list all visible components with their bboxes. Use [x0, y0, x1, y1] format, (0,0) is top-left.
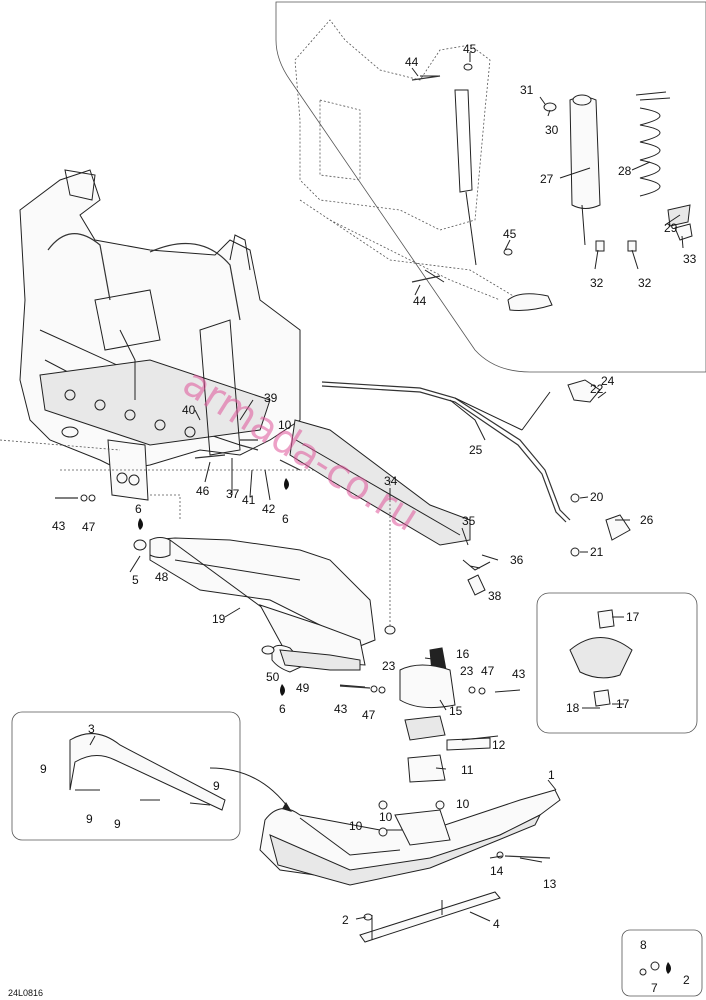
callout-46: 46	[196, 484, 210, 498]
callout-33: 33	[683, 252, 697, 266]
callout-9-c: 9	[114, 817, 121, 831]
callout-22: 22	[590, 382, 604, 396]
callout-3: 3	[88, 722, 95, 736]
spindle-and-ski-legs	[339, 559, 521, 783]
callout-49: 49	[296, 681, 310, 695]
callout-45-bottom: 45	[503, 227, 517, 241]
callout-7: 7	[651, 981, 658, 995]
callout-43-upper: 43	[52, 519, 66, 533]
callout-6-right: 6	[282, 512, 289, 526]
callout-30: 30	[545, 123, 559, 137]
callout-38: 38	[488, 589, 502, 603]
callout-32-left: 32	[590, 276, 604, 290]
callout-26: 26	[640, 513, 654, 527]
callout-27: 27	[540, 172, 554, 186]
callout-13: 13	[543, 877, 557, 891]
leader-lines	[89, 52, 684, 922]
a-arm-assemblies	[149, 419, 471, 673]
callout-44-bottom: 44	[413, 294, 427, 308]
callout-4: 4	[493, 917, 500, 931]
callout-43-lower: 43	[334, 702, 348, 716]
shock-inset-frame	[275, 1, 706, 373]
callout-9-a: 9	[40, 762, 47, 776]
spindle-bushing-inset-frame	[536, 592, 698, 734]
shock-inset-detail	[294, 19, 693, 311]
callout-17-bottom: 17	[616, 697, 630, 711]
callout-47-lower: 47	[362, 708, 376, 722]
callout-39: 39	[264, 391, 278, 405]
callout-23-right: 23	[460, 664, 474, 678]
callout-9-d: 9	[213, 779, 220, 793]
anti-sway-bar	[321, 379, 631, 541]
grease-fitting-inset-frame	[621, 929, 703, 997]
callout-5: 5	[132, 573, 139, 587]
callout-23-left: 23	[382, 659, 396, 673]
callout-10-d: 10	[456, 797, 470, 811]
callout-24: 24	[601, 374, 615, 388]
callout-32-right: 32	[638, 276, 652, 290]
callout-17-top: 17	[626, 610, 640, 624]
callout-18: 18	[566, 701, 580, 715]
callout-6-lower: 6	[279, 702, 286, 716]
callout-15: 15	[449, 704, 463, 718]
callout-45-top: 45	[463, 42, 477, 56]
callout-28: 28	[618, 164, 632, 178]
callout-10-a: 10	[278, 418, 292, 432]
callout-25: 25	[469, 443, 483, 457]
callout-42: 42	[262, 502, 276, 516]
callout-10-b: 10	[349, 819, 363, 833]
ski	[69, 733, 561, 943]
callout-labels: 1 2 2 3 4 5 6 6 6 7 8 9 9 9 9 10 10 10 1…	[40, 42, 697, 995]
drawing-code: 24L0816	[8, 988, 43, 998]
callout-2: 2	[342, 913, 349, 927]
callout-37: 37	[226, 487, 240, 501]
callout-41: 41	[242, 493, 256, 507]
callout-12: 12	[492, 738, 506, 752]
callout-21: 21	[590, 545, 604, 559]
callout-8: 8	[640, 938, 647, 952]
callout-40: 40	[182, 403, 196, 417]
callout-47-upper: 47	[82, 520, 96, 534]
chassis-frame	[0, 169, 330, 520]
callout-1: 1	[548, 768, 555, 782]
callout-14: 14	[490, 864, 504, 878]
hardware	[55, 63, 671, 976]
spindle-bushing-detail	[569, 609, 633, 709]
callout-35: 35	[462, 514, 476, 528]
callout-16: 16	[456, 647, 470, 661]
callout-29: 29	[664, 221, 678, 235]
callout-9-b: 9	[86, 812, 93, 826]
callout-31: 31	[520, 83, 534, 97]
callout-10-c: 10	[379, 810, 393, 824]
callout-34: 34	[384, 474, 398, 488]
ski-loop-inset-frame	[11, 711, 241, 841]
callout-36: 36	[510, 553, 524, 567]
callout-47-right: 47	[481, 664, 495, 678]
callout-6-upper: 6	[135, 502, 142, 516]
callout-11: 11	[461, 763, 474, 777]
callout-48: 48	[155, 570, 169, 584]
inset-frames	[11, 1, 706, 997]
callout-44-top: 44	[405, 55, 419, 69]
callout-20: 20	[590, 490, 604, 504]
callout-19: 19	[212, 612, 226, 626]
callout-50: 50	[266, 670, 280, 684]
callout-2-grease: 2	[683, 973, 690, 987]
callout-43-right: 43	[512, 667, 526, 681]
